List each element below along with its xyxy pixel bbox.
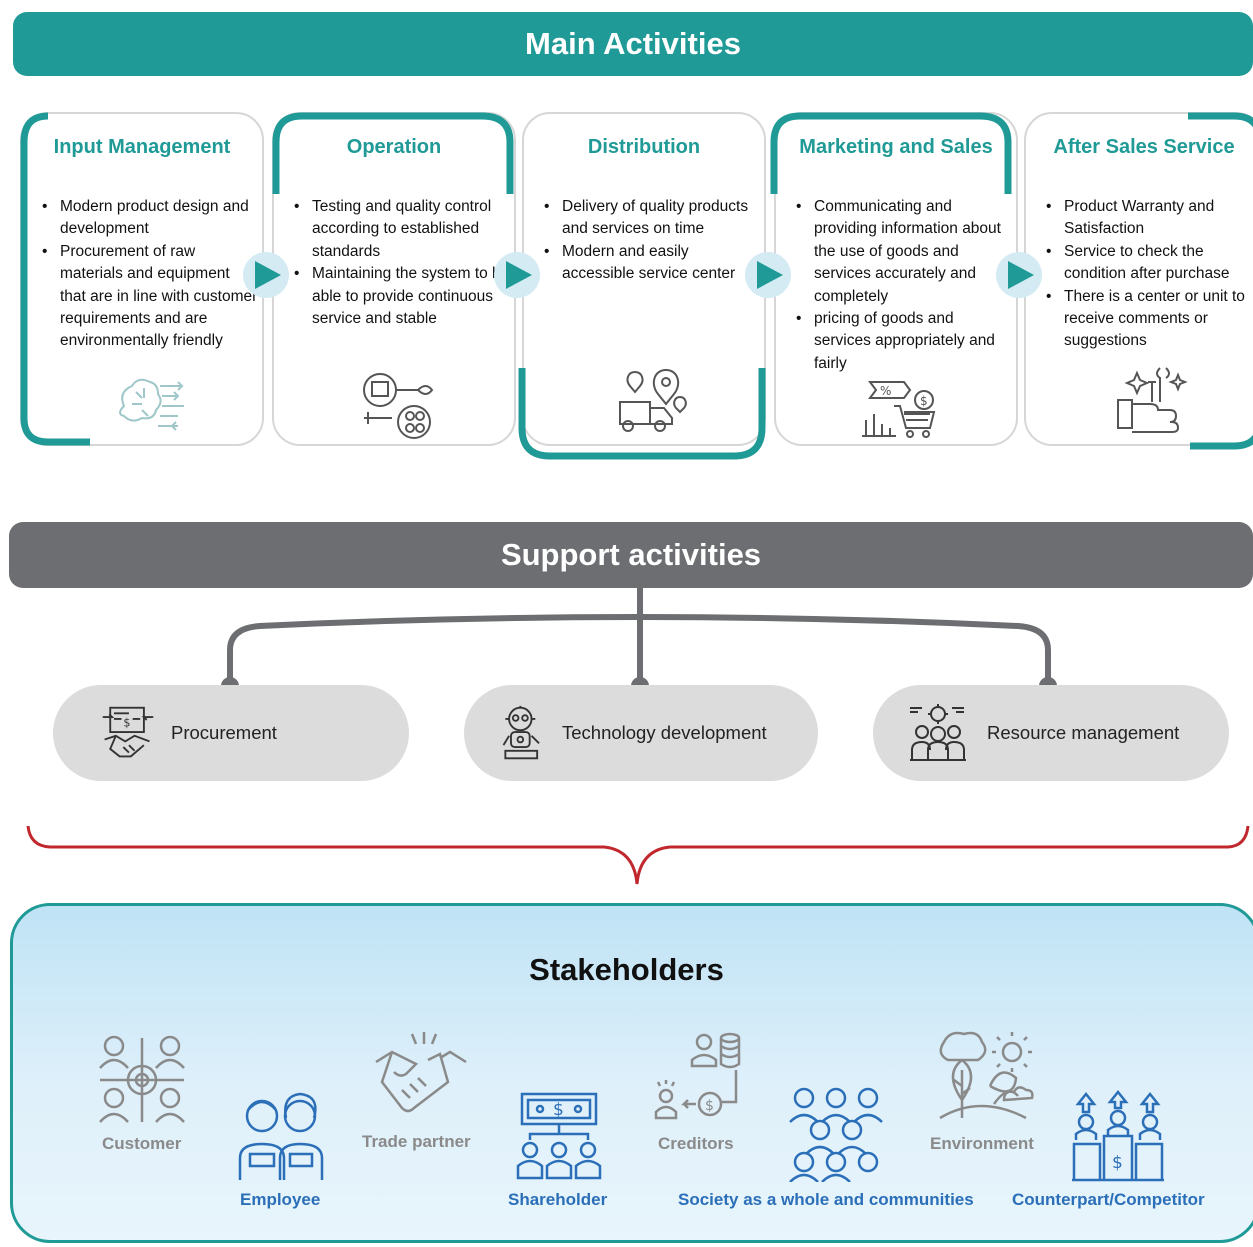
- stakeholders-title: Stakeholders: [529, 952, 724, 987]
- support-procurement: $ Procurement: [53, 685, 409, 781]
- team-gear-icon: [910, 704, 966, 761]
- card-title: Distribution: [587, 136, 701, 158]
- bullet-item: Maintaining the system to be able to pro…: [290, 263, 510, 330]
- handshake-icon: [375, 1032, 467, 1113]
- card-title: Operation: [346, 136, 442, 158]
- podium-icon: $: [1072, 1089, 1164, 1182]
- flow-arrow-icon: [494, 252, 540, 298]
- bullet-item: pricing of goods and services appropriat…: [792, 308, 1012, 375]
- gear-wrench-icon: [363, 373, 434, 439]
- stakeholder-label: Employee: [240, 1190, 321, 1209]
- svg-text:$: $: [553, 1100, 564, 1120]
- stakeholder-label: Shareholder: [508, 1190, 608, 1209]
- card-operation: Operation Testing and quality control ac…: [272, 112, 516, 446]
- stakeholders-brace: [26, 825, 1250, 885]
- stakeholders-panel: [10, 903, 1253, 1243]
- flow-arrow-icon: [745, 252, 791, 298]
- support-activities-banner: Support activities: [9, 522, 1253, 588]
- stakeholder-environment: Environment: [930, 1030, 1038, 1153]
- tree-sun-icon: [939, 1031, 1034, 1120]
- stakeholder-creditors: $ Creditors: [650, 1030, 744, 1153]
- card-marketing-sales: Marketing and Sales Communicating and pr…: [770, 112, 1018, 446]
- money-people-icon: $: [516, 1092, 602, 1180]
- svg-text:%: %: [880, 384, 891, 398]
- card-title: Input Management: [53, 136, 231, 158]
- card-after-sales: After Sales Service Product Warranty and…: [1024, 112, 1253, 450]
- svg-text:$: $: [705, 1098, 714, 1114]
- card-distribution: Distribution Delivery of quality product…: [518, 112, 766, 460]
- support-resource: Resource management: [873, 685, 1229, 781]
- svg-text:$: $: [920, 394, 928, 408]
- stakeholder-trade-partner: Trade partner: [362, 1030, 471, 1151]
- robot-icon: [502, 705, 540, 760]
- card-bullets: Modern product design and development Pr…: [38, 196, 258, 353]
- bullet-item: Service to check the condition after pur…: [1042, 241, 1253, 286]
- community-icon: [789, 1087, 883, 1183]
- stakeholder-customer: Customer: [96, 1030, 188, 1153]
- hand-tools-icon: [1117, 367, 1188, 433]
- bullet-item: Delivery of quality products and service…: [540, 196, 760, 241]
- stakeholder-shareholder: $ Shareholder: [508, 1090, 607, 1209]
- stakeholder-label: Customer: [102, 1134, 182, 1153]
- brain-circuit-icon: [119, 378, 184, 431]
- support-label: Technology development: [562, 722, 767, 743]
- flow-arrow-icon: [996, 252, 1042, 298]
- main-activities-banner: Main Activities: [13, 12, 1253, 76]
- bullet-item: Testing and quality control according to…: [290, 196, 510, 263]
- stakeholder-label: Creditors: [658, 1134, 734, 1153]
- svg-text:$: $: [1112, 1153, 1123, 1173]
- card-title: Marketing and Sales: [799, 136, 993, 158]
- bullet-item: Communicating and providing information …: [792, 196, 1012, 308]
- stakeholder-label: Trade partner: [362, 1132, 471, 1151]
- card-bullets: Delivery of quality products and service…: [540, 196, 760, 286]
- stakeholder-employee: Employee: [236, 1088, 328, 1209]
- support-label: Resource management: [987, 722, 1180, 743]
- bullet-item: There is a center or unit to receive com…: [1042, 286, 1253, 353]
- flow-arrow-icon: [243, 252, 289, 298]
- delivery-truck-icon: [619, 368, 687, 432]
- stakeholder-label: Environment: [930, 1134, 1034, 1153]
- support-technology: Technology development: [464, 685, 818, 781]
- creditor-coins-icon: $: [654, 1032, 741, 1120]
- bullet-item: Product Warranty and Satisfaction: [1042, 196, 1253, 241]
- card-bullets: Communicating and providing information …: [792, 196, 1012, 375]
- handshake-document-icon: $: [102, 706, 154, 758]
- stakeholder-label: Counterpart/Competitor: [1012, 1190, 1205, 1209]
- stakeholder-competitor: $ Counterpart/Competitor: [1012, 1089, 1205, 1209]
- employee-icon: [238, 1092, 324, 1180]
- shopping-cart-icon: % $: [862, 381, 936, 438]
- stakeholder-society: Society as a whole and communities: [678, 1086, 974, 1209]
- card-bullets: Testing and quality control according to…: [290, 196, 510, 330]
- bullet-item: Procurement of raw materials and equipme…: [38, 241, 258, 353]
- card-bullets: Product Warranty and Satisfaction Servic…: [1042, 196, 1253, 353]
- customer-target-icon: [99, 1035, 185, 1123]
- bullet-item: Modern product design and development: [38, 196, 258, 241]
- card-title: After Sales Service: [1053, 136, 1235, 158]
- support-label: Procurement: [171, 722, 277, 743]
- bullet-item: Modern and easily accessible service cen…: [540, 241, 760, 286]
- svg-text:$: $: [123, 716, 130, 729]
- stakeholder-label: Society as a whole and communities: [678, 1190, 974, 1209]
